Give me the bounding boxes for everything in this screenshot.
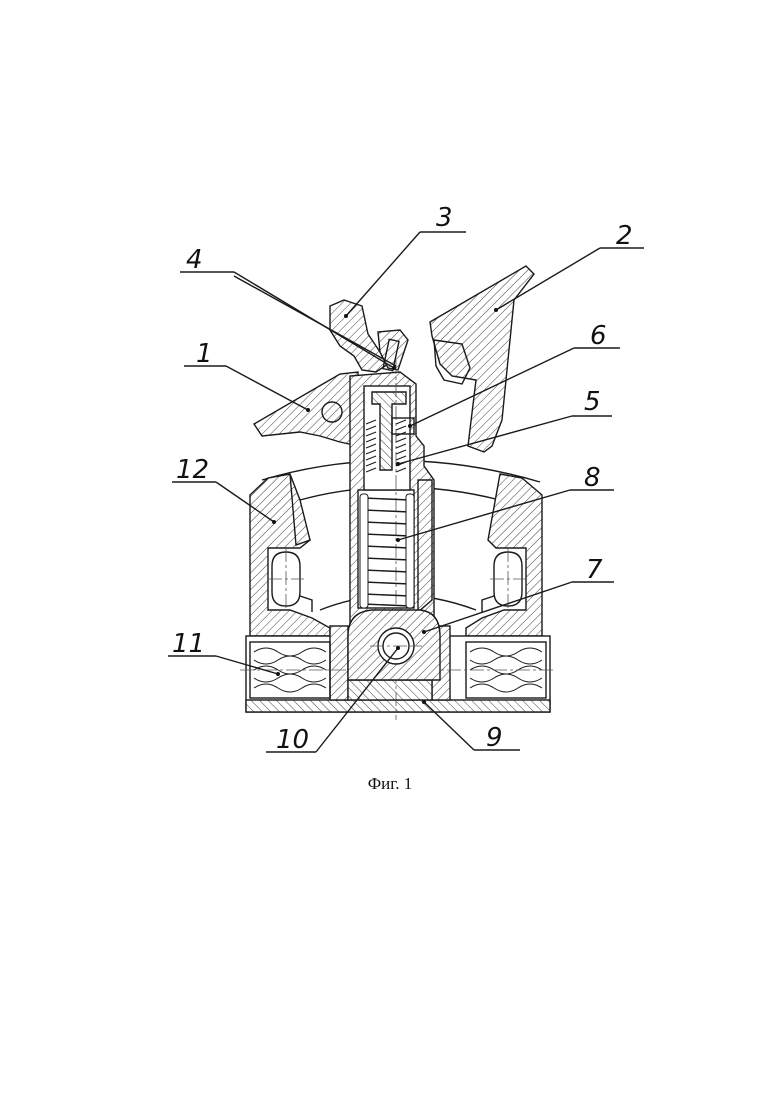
callout-7: 7 [586,555,603,585]
callout-3: 3 [436,203,453,233]
ball-10 [348,610,440,680]
callout-5: 5 [584,387,601,417]
callout-9: 9 [486,723,503,753]
callout-2: 2 [616,221,633,251]
callout-1: 1 [196,339,213,369]
callout-11: 11 [172,629,205,659]
callout-8: 8 [584,463,601,493]
callout-10: 10 [276,725,309,755]
callout-4: 4 [186,245,203,275]
callout-6: 6 [590,321,607,351]
figure-caption: Фиг. 1 [0,774,780,794]
callout-12: 12 [176,455,209,485]
lever-2 [430,266,534,452]
